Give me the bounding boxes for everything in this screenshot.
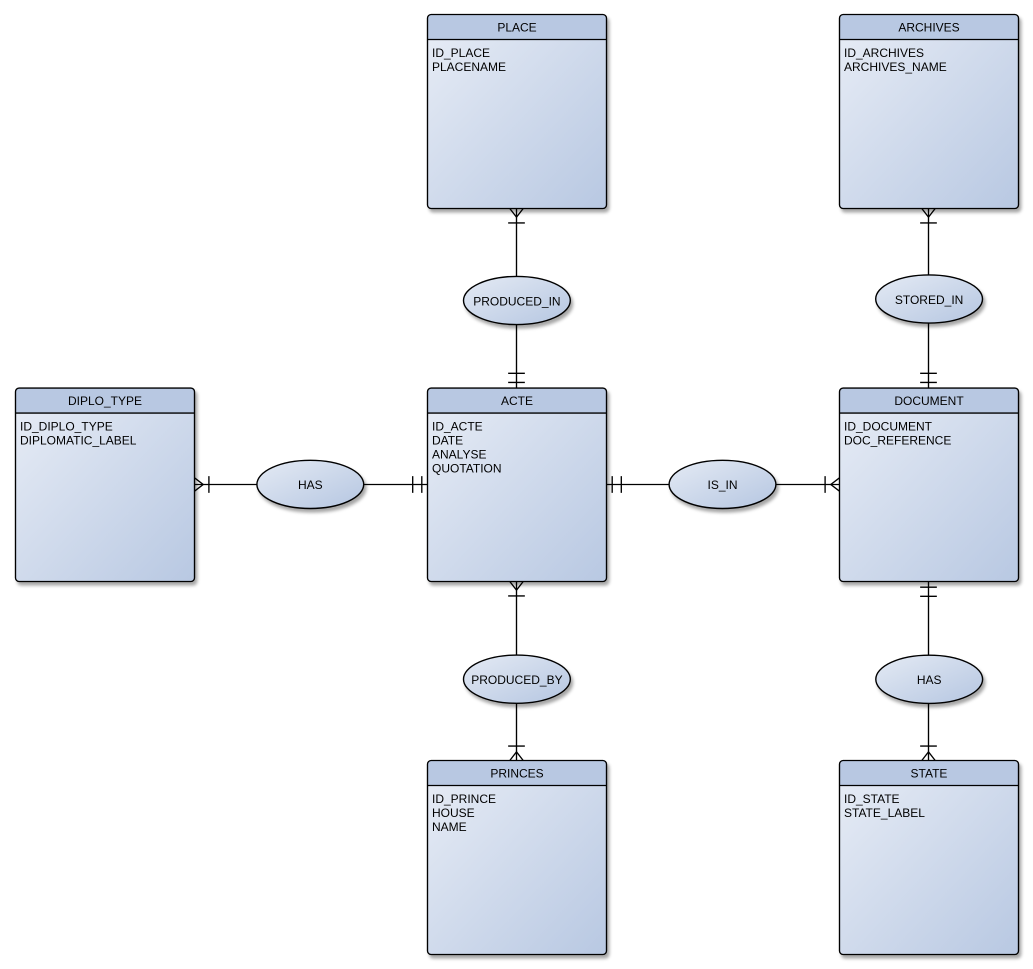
svg-text:ACTE: ACTE (501, 394, 533, 408)
svg-text:PRODUCED_IN: PRODUCED_IN (473, 294, 560, 308)
svg-text:ARCHIVES_NAME: ARCHIVES_NAME (844, 60, 947, 74)
svg-text:ARCHIVES: ARCHIVES (898, 21, 959, 35)
svg-text:DIPLOMATIC_LABEL: DIPLOMATIC_LABEL (20, 434, 137, 448)
svg-text:DOC_REFERENCE: DOC_REFERENCE (844, 434, 951, 448)
svg-text:STATE_LABEL: STATE_LABEL (844, 806, 925, 820)
svg-text:STATE: STATE (911, 767, 948, 781)
svg-text:ID_ACTE: ID_ACTE (432, 420, 483, 434)
svg-text:DIPLO_TYPE: DIPLO_TYPE (68, 394, 142, 408)
svg-text:ID_PLACE: ID_PLACE (432, 46, 490, 60)
svg-text:PRINCES: PRINCES (490, 767, 543, 781)
svg-text:HAS: HAS (917, 673, 942, 687)
svg-text:PLACE: PLACE (497, 21, 536, 35)
svg-text:ID_PRINCE: ID_PRINCE (432, 792, 496, 806)
svg-text:ID_STATE: ID_STATE (844, 792, 900, 806)
svg-text:PRODUCED_BY: PRODUCED_BY (471, 673, 562, 687)
svg-text:STORED_IN: STORED_IN (895, 293, 963, 307)
svg-text:ID_DOCUMENT: ID_DOCUMENT (844, 420, 933, 434)
svg-text:ID_ARCHIVES: ID_ARCHIVES (844, 46, 924, 60)
svg-text:IS_IN: IS_IN (707, 478, 737, 492)
svg-text:HAS: HAS (298, 478, 323, 492)
svg-text:QUOTATION: QUOTATION (432, 462, 502, 476)
svg-text:PLACENAME: PLACENAME (432, 60, 506, 74)
svg-text:NAME: NAME (432, 820, 467, 834)
svg-text:ANALYSE: ANALYSE (432, 448, 486, 462)
svg-text:DOCUMENT: DOCUMENT (894, 394, 964, 408)
svg-text:HOUSE: HOUSE (432, 806, 475, 820)
svg-text:DATE: DATE (432, 434, 463, 448)
svg-text:ID_DIPLO_TYPE: ID_DIPLO_TYPE (20, 420, 113, 434)
